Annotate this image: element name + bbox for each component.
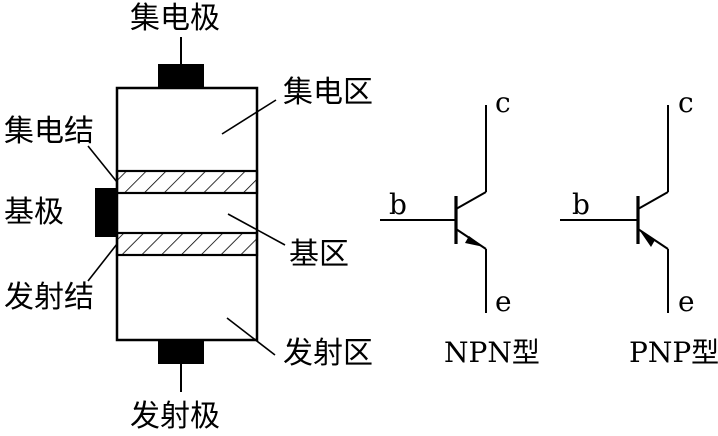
npn-emitter-label: e <box>495 285 512 318</box>
base-terminal <box>95 188 117 237</box>
pnp-type-label: PNP型 <box>629 336 718 369</box>
leader-emitter-junction <box>87 243 118 282</box>
transistor-structure: 集电极 集电区 集电结 基极 基区 发射结 发射区 发射极 <box>4 1 373 434</box>
leader-base-region <box>227 213 286 246</box>
collector-junction-layer <box>115 169 259 195</box>
collector-region-label: 集电区 <box>283 75 373 110</box>
npn-emitter-arrow <box>465 236 484 247</box>
npn-collector-label: c <box>495 86 511 119</box>
emitter-electrode-label: 发射极 <box>130 399 220 434</box>
leader-collector-junction <box>87 145 118 183</box>
pnp-emitter-label: e <box>678 285 695 318</box>
npn-type-label: NPN型 <box>444 336 540 369</box>
pnp-collector-label: c <box>678 86 694 119</box>
emitter-terminal <box>158 340 204 364</box>
collector-junction-label: 集电结 <box>4 114 94 149</box>
base-electrode-label: 基极 <box>4 195 64 230</box>
npn-collector-diag <box>455 191 487 210</box>
pnp-collector-diag <box>637 191 669 210</box>
npn-base-label: b <box>389 188 407 221</box>
base-region-label: 基区 <box>289 237 349 272</box>
pnp-symbol: c b e PNP型 <box>560 86 718 369</box>
npn-symbol: c b e NPN型 <box>380 86 540 369</box>
leader-emitter-region <box>226 317 276 356</box>
pnp-base-label: b <box>572 188 590 221</box>
leader-collector-region <box>221 99 277 135</box>
emitter-junction-layer <box>115 231 259 257</box>
collector-terminal <box>158 64 204 88</box>
emitter-junction-label: 发射结 <box>4 280 94 315</box>
emitter-region-label: 发射区 <box>283 336 373 371</box>
pnp-emitter-arrow <box>640 231 655 247</box>
collector-electrode-label: 集电极 <box>130 1 220 36</box>
